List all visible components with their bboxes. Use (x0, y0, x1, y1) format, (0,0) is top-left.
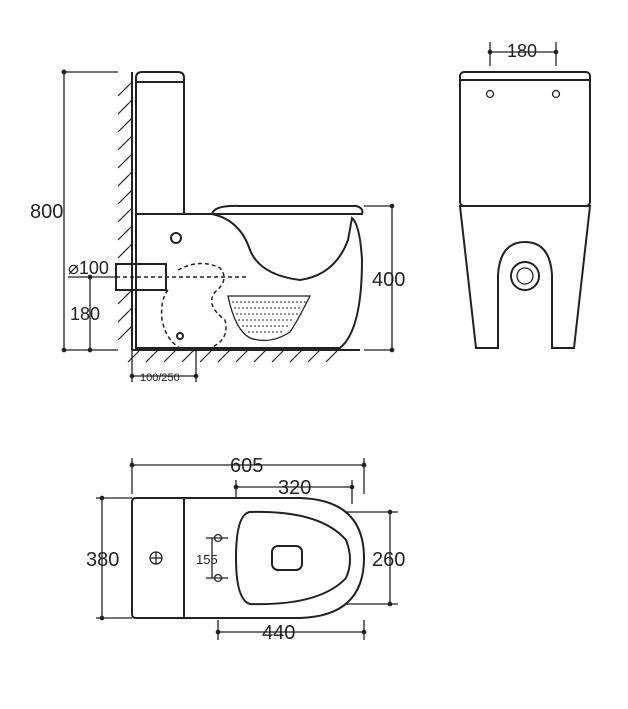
wall-hatching (117, 81, 133, 341)
outlet-height-label: 180 (70, 304, 100, 324)
top-fixing-spacing-label: 155 (196, 552, 218, 567)
bowl-width-label: 260 (372, 549, 405, 571)
trap-outline (177, 262, 227, 349)
bowl-length-top-label: 320 (278, 477, 311, 499)
fixing-hole (170, 232, 182, 244)
outlet-pipe (115, 263, 167, 291)
outlet-front (510, 261, 540, 291)
overall-length-label: 605 (230, 455, 263, 477)
water-area (227, 295, 312, 342)
front-fixing-spacing-label: 180 (507, 41, 537, 61)
pedestal-front (458, 205, 592, 349)
side-view: 800 ⌀100 180 400 100/250 (30, 69, 405, 384)
drain-top (271, 545, 303, 571)
seat-height-label: 400 (372, 269, 405, 291)
height-total-label: 800 (30, 201, 63, 223)
cistern-outline (135, 71, 185, 215)
bowl-top (234, 510, 351, 606)
front-view: 180 (458, 41, 592, 349)
width-label: 380 (86, 549, 119, 571)
bowl-side-outline (135, 213, 364, 349)
wall-offset-label: 100/250 (140, 372, 180, 384)
floor-hatching (127, 349, 339, 363)
top-outline (131, 497, 366, 619)
top-view: 155 605 320 380 260 440 (86, 455, 405, 644)
cistern-front (459, 71, 591, 207)
bowl-length-bottom-label: 440 (262, 622, 295, 644)
outlet-diameter-label: ⌀100 (68, 258, 109, 278)
